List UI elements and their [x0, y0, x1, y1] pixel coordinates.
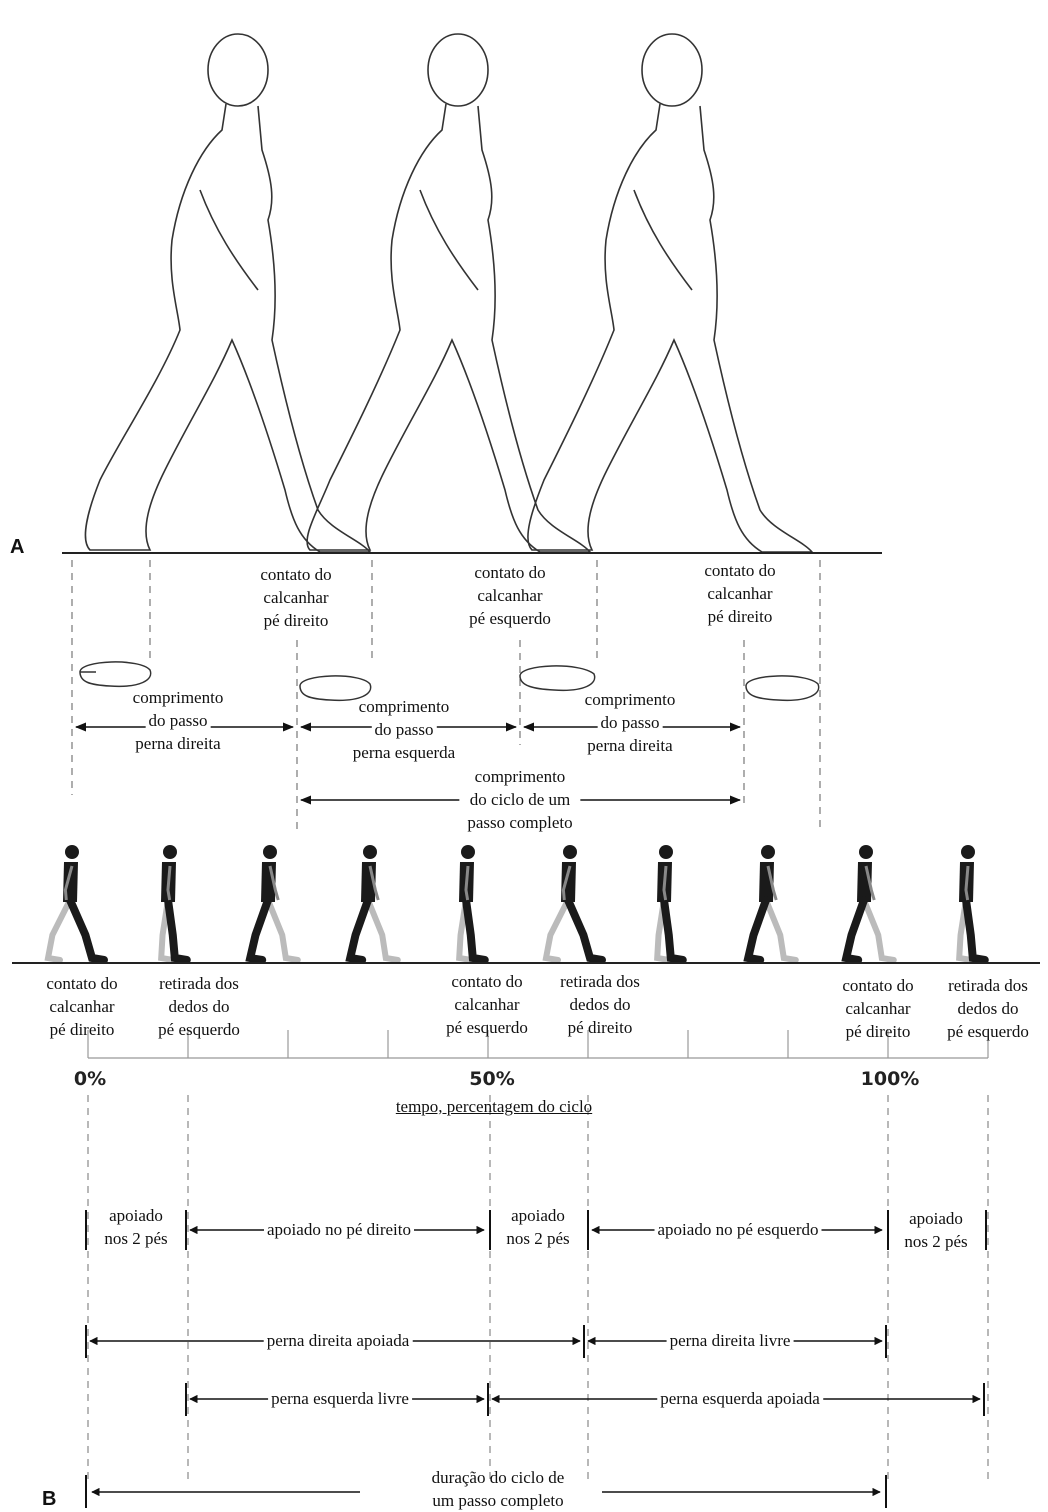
walker-silhouette	[250, 845, 298, 960]
right-leg-stance-label: perna direita apoiada	[264, 1330, 413, 1352]
walker-silhouette	[459, 845, 485, 960]
panel-a-tag: A	[10, 536, 24, 559]
guide-lines-b	[88, 1095, 988, 1480]
time-tick-label: 50%	[469, 1068, 514, 1090]
time-tick-label: 100%	[861, 1068, 920, 1090]
walker-silhouette	[657, 845, 683, 960]
walker-silhouette	[48, 845, 104, 960]
time-axis-label: tempo, percentagem do ciclo	[396, 1097, 592, 1117]
time-tick-label: 0%	[74, 1068, 106, 1090]
walker-silhouette	[350, 845, 398, 960]
left-leg-stance-label: perna esquerda apoiada	[657, 1388, 823, 1410]
single-support-left-label: apoiado no pé esquerdo	[655, 1219, 822, 1241]
walker-silhouette	[959, 845, 985, 960]
walker-silhouette	[546, 845, 602, 960]
right-leg-swing-label: perna direita livre	[667, 1330, 794, 1352]
left-leg-swing-label: perna esquerda livre	[268, 1388, 412, 1410]
silhouette-row	[48, 845, 985, 960]
walking-figure-3	[528, 34, 812, 552]
single-support-right-label: apoiado no pé direito	[264, 1219, 414, 1241]
walker-silhouette	[161, 845, 187, 960]
panel-b-tag: B	[42, 1488, 56, 1511]
walker-silhouette	[748, 845, 796, 960]
walking-figure-1	[85, 34, 370, 552]
walker-silhouette	[846, 845, 894, 960]
leg-phase-bars	[86, 1325, 984, 1416]
